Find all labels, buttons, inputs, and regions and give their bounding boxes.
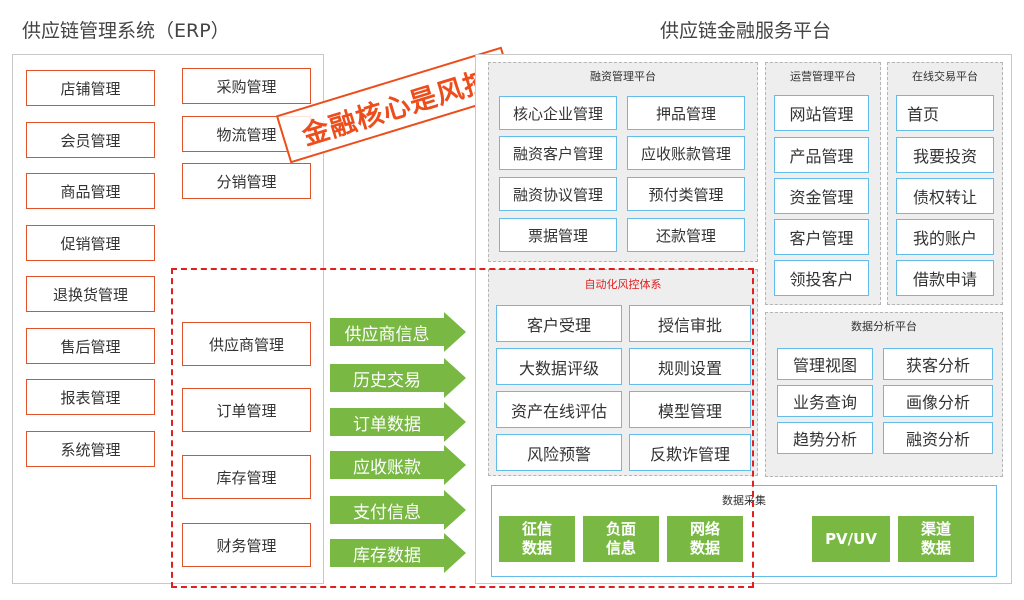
arrow-shape-icon <box>330 445 466 485</box>
risk-item-acceptance[interactable]: 客户受理 <box>496 305 622 342</box>
online-item-loan[interactable]: 借款申请 <box>896 260 994 296</box>
erp-item-purchase[interactable]: 采购管理 <box>182 68 311 104</box>
op-item-website[interactable]: 网站管理 <box>774 95 869 131</box>
analysis-item-financing[interactable]: 融资分析 <box>883 422 993 454</box>
analysis-item-profile[interactable]: 画像分析 <box>883 385 993 417</box>
erp-item-finance[interactable]: 财务管理 <box>182 523 311 567</box>
arrow-label: 库存数据 <box>353 545 421 566</box>
fin-item-agreement[interactable]: 融资协议管理 <box>499 177 617 211</box>
op-item-fund[interactable]: 资金管理 <box>774 178 869 214</box>
risk-item-model[interactable]: 模型管理 <box>629 391 751 428</box>
arrow-supplier-info: 供应商信息 <box>330 312 466 352</box>
arrow-receivables: 应收账款 <box>330 445 466 485</box>
risk-item-warning[interactable]: 风险预警 <box>496 434 622 471</box>
operation-platform-title: 运营管理平台 <box>790 70 856 83</box>
arrow-label: 订单数据 <box>353 414 421 435</box>
analysis-item-management-view[interactable]: 管理视图 <box>777 348 873 380</box>
collect-negative-info[interactable]: 负面 信息 <box>583 516 659 562</box>
erp-item-store[interactable]: 店铺管理 <box>26 70 155 106</box>
erp-title: 供应链管理系统（ERP） <box>22 20 230 42</box>
fin-item-customer[interactable]: 融资客户管理 <box>499 136 617 170</box>
arrow-label: 应收账款 <box>353 457 421 478</box>
erp-item-order[interactable]: 订单管理 <box>182 388 311 432</box>
risk-item-bigdata-rating[interactable]: 大数据评级 <box>496 348 622 385</box>
arrow-shape-icon <box>330 312 466 352</box>
risk-item-credit-approval[interactable]: 授信审批 <box>629 305 751 342</box>
op-item-customer[interactable]: 客户管理 <box>774 219 869 255</box>
data-analysis-title: 数据分析平台 <box>851 320 917 333</box>
fin-item-receivable[interactable]: 应收账款管理 <box>627 136 745 170</box>
erp-item-system[interactable]: 系统管理 <box>26 431 155 467</box>
arrow-shape-icon <box>330 402 466 442</box>
financing-platform-title: 融资管理平台 <box>590 70 656 83</box>
collect-channel-data[interactable]: 渠道 数据 <box>898 516 974 562</box>
erp-item-product[interactable]: 商品管理 <box>26 173 155 209</box>
arrow-label: 供应商信息 <box>344 324 430 345</box>
risk-item-antifraud[interactable]: 反欺诈管理 <box>629 434 751 471</box>
online-item-home[interactable]: 首页 <box>896 95 994 131</box>
online-item-account[interactable]: 我的账户 <box>896 219 994 255</box>
erp-item-returns[interactable]: 退换货管理 <box>26 276 155 312</box>
collect-credit-data[interactable]: 征信 数据 <box>499 516 575 562</box>
op-item-lead-investor[interactable]: 领投客户 <box>774 260 869 296</box>
data-collection-title: 数据采集 <box>722 494 766 507</box>
erp-item-inventory[interactable]: 库存管理 <box>182 455 311 499</box>
risk-control-title: 自动化风控体系 <box>584 278 662 291</box>
analysis-item-acquisition[interactable]: 获客分析 <box>883 348 993 380</box>
op-item-product[interactable]: 产品管理 <box>774 137 869 173</box>
fin-item-collateral[interactable]: 押品管理 <box>627 96 745 130</box>
arrow-history-trade: 历史交易 <box>330 358 466 398</box>
erp-item-promotion[interactable]: 促销管理 <box>26 225 155 261</box>
arrow-shape-icon <box>330 490 466 530</box>
analysis-item-business-query[interactable]: 业务查询 <box>777 385 873 417</box>
online-trading-platform-title: 在线交易平台 <box>912 70 978 83</box>
erp-item-report[interactable]: 报表管理 <box>26 379 155 415</box>
fin-item-prepayment[interactable]: 预付类管理 <box>627 177 745 211</box>
erp-item-distribution[interactable]: 分销管理 <box>182 163 311 199</box>
collect-pv-uv[interactable]: PV/UV <box>812 516 890 562</box>
online-item-transfer[interactable]: 债权转让 <box>896 178 994 214</box>
platform-title: 供应链金融服务平台 <box>660 20 832 42</box>
fin-item-core-enterprise[interactable]: 核心企业管理 <box>499 96 617 130</box>
collect-network-data[interactable]: 网络 数据 <box>667 516 743 562</box>
arrow-order-data: 订单数据 <box>330 402 466 442</box>
fin-item-bill[interactable]: 票据管理 <box>499 218 617 252</box>
erp-item-aftersale[interactable]: 售后管理 <box>26 328 155 364</box>
erp-item-supplier[interactable]: 供应商管理 <box>182 322 311 366</box>
arrow-inventory-data: 库存数据 <box>330 533 466 573</box>
arrow-label: 历史交易 <box>353 370 421 391</box>
arrow-payment-info: 支付信息 <box>330 490 466 530</box>
arrow-shape-icon <box>330 358 466 398</box>
analysis-item-trend[interactable]: 趋势分析 <box>777 422 873 454</box>
arrow-shape-icon <box>330 533 466 573</box>
fin-item-repayment[interactable]: 还款管理 <box>627 218 745 252</box>
risk-data-flow-highlight <box>171 268 754 588</box>
online-item-invest[interactable]: 我要投资 <box>896 137 994 173</box>
arrow-label: 支付信息 <box>353 502 421 523</box>
risk-item-asset-evaluation[interactable]: 资产在线评估 <box>496 391 622 428</box>
erp-item-member[interactable]: 会员管理 <box>26 122 155 158</box>
risk-item-rule-setting[interactable]: 规则设置 <box>629 348 751 385</box>
